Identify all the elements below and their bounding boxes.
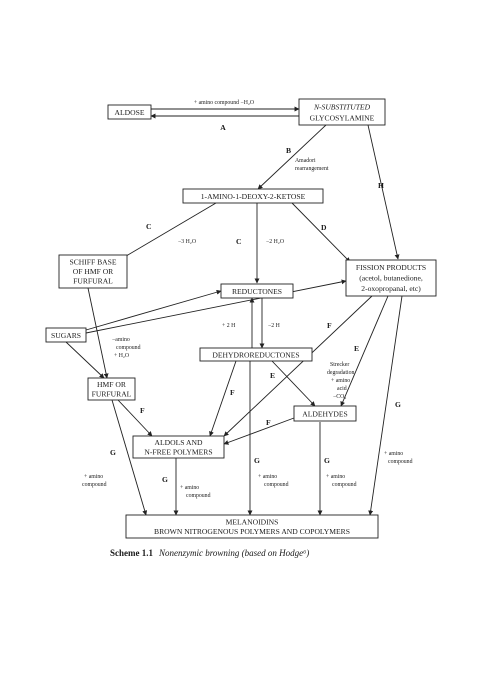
node-aldose: ALDOSE (107, 104, 152, 120)
edge-label-g-fission: G (395, 400, 401, 409)
note-amino-plus-water-2: compound (116, 345, 141, 351)
note-dehydro-amino-1: + amino (258, 474, 277, 480)
edge-label-f-dehydro: F (230, 388, 235, 397)
edge-glycosylamine-to-fission (367, 124, 400, 260)
note-fission-amino-1: + amino (384, 451, 403, 457)
edge-glycosylamine-to-ketose (257, 124, 327, 190)
edge-label-g-dehydro: G (254, 456, 260, 465)
note-amino-plus-water-3: + H₂O (114, 353, 129, 359)
edge-dehydro-to-aldols (209, 360, 237, 437)
edge-label-e-fission: E (354, 344, 359, 353)
edge-label-f-hmf: F (140, 406, 145, 415)
node-ketose-label: 1-AMINO-1-DEOXY-2-KETOSE (201, 192, 306, 201)
node-glycosylamine: N-SUBSTITUTED GLYCOSYLAMINE (298, 98, 386, 126)
note-strecker-1: Strecker (330, 362, 349, 368)
edge-label-e-dehydro: E (270, 371, 275, 380)
node-glycosylamine-label-1: N-SUBSTITUTED (313, 103, 371, 112)
edges (65, 106, 403, 516)
note-dehydro-amino-2: compound (264, 482, 289, 488)
edge-label-c-middle: C (236, 237, 241, 246)
edge-aldehydes-to-aldols (223, 417, 295, 445)
edge-label-g-aldols: G (162, 475, 168, 484)
edge-sugars-to-hmf (65, 341, 105, 379)
edge-label-g-hmf: G (110, 448, 116, 457)
caption-number: Scheme 1.1 (110, 548, 153, 558)
node-ketose: 1-AMINO-1-DEOXY-2-KETOSE (182, 188, 324, 204)
edge-fission-to-aldehydes (340, 295, 389, 407)
node-fission: FISSION PRODUCTS (acetol, butanedione, 2… (345, 259, 437, 297)
node-reductones: REDUCTONES (220, 283, 294, 299)
node-melanoidins-label-2: BROWN NITROGENOUS POLYMERS AND COPOLYMER… (154, 527, 350, 536)
edge-hmf-to-aldols (117, 399, 153, 437)
edge-label-b: B (286, 146, 291, 155)
node-schiff-label-3: FURFURAL (73, 277, 113, 286)
node-schiff-label-2: OF HMF OR (73, 267, 114, 276)
edge-label-a: A (220, 123, 226, 132)
edge-label-f-fission: F (327, 321, 332, 330)
note-strecker-5: −CO₂ (333, 394, 346, 400)
note-minus2h2o: −2 H₂O (266, 239, 284, 245)
edge-sugars-to-reductones (85, 289, 222, 331)
edge-label-g-aldehydes: G (324, 456, 330, 465)
node-melanoidins: MELANOIDINS BROWN NITROGENOUS POLYMERS A… (125, 514, 379, 539)
note-hmf-amino-2: compound (82, 482, 107, 488)
edge-sugars-to-fission (85, 279, 347, 334)
note-strecker-3: + amino (331, 378, 350, 384)
edge-fission-to-melanoidins (368, 295, 403, 516)
note-aldehydes-amino-1: + amino (326, 474, 345, 480)
node-aldehydes: ALDEHYDES (293, 405, 357, 422)
node-sugars: SUGARS (45, 327, 87, 343)
edge-fission-to-aldols (223, 295, 373, 437)
edge-ketose-to-schiff (120, 202, 217, 260)
note-fission-amino-2: compound (388, 459, 413, 465)
edge-label-d: D (321, 223, 327, 232)
node-hmf-label-1: HMF OR (97, 380, 127, 389)
note-amino-plus-water-1: −amino (112, 337, 130, 343)
caption-text: Nonenzymic browning (based on Hodge⁶) (159, 548, 310, 558)
note-amadori-2: rearrangement (295, 166, 329, 172)
node-aldehydes-label: ALDEHYDES (302, 410, 348, 419)
edge-notes: + amino compound −H₂O Amadori rearrangem… (82, 100, 413, 499)
node-hmf-label-2: FURFURAL (92, 390, 132, 399)
note-hmf-amino-1: + amino (84, 474, 103, 480)
node-glycosylamine-label-2: GLYCOSYLAMINE (310, 114, 375, 123)
note-amino-water: + amino compound −H₂O (194, 100, 254, 106)
edge-label-c-left: C (146, 222, 151, 231)
note-strecker-2: degradation (327, 370, 354, 376)
edge-labels: A B H C C D F E E F G F F G G G G (110, 123, 401, 484)
node-schiff-label-1: SCHIFF BASE (69, 258, 116, 267)
node-aldols: ALDOLS AND N-FREE POLYMERS (132, 435, 225, 459)
edge-ketose-to-fission (291, 202, 351, 263)
node-fission-label-1: FISSION PRODUCTS (356, 263, 426, 272)
node-hmf: HMF OR FURFURAL (87, 377, 136, 401)
node-aldose-label: ALDOSE (115, 108, 145, 117)
nodes: ALDOSE N-SUBSTITUTED GLYCOSYLAMINE 1-AMI… (45, 98, 437, 539)
edge-label-f-aldehydes: F (266, 418, 271, 427)
note-aldols-amino-1: + amino (180, 485, 199, 491)
node-reductones-label: REDUCTONES (232, 287, 282, 296)
node-dehydro: DEHYDROREDUCTONES (199, 347, 313, 362)
note-aldols-amino-2: compound (186, 493, 211, 499)
node-schiff: SCHIFF BASE OF HMF OR FURFURAL (58, 254, 128, 289)
node-fission-label-2: (acetol, butanedione, (359, 274, 423, 283)
note-strecker-4: acid (337, 386, 347, 392)
note-minus3h2o: −3 H₂O (178, 239, 196, 245)
edge-dehydro-to-aldehydes (271, 360, 316, 407)
figure-caption: Scheme 1.1 Nonenzymic browning (based on … (110, 548, 440, 558)
edge-schiff-to-hmf (87, 287, 109, 379)
node-aldols-label-1: ALDOLS AND (155, 438, 203, 447)
node-dehydro-label: DEHYDROREDUCTONES (212, 351, 299, 360)
node-sugars-label: SUGARS (51, 331, 81, 340)
node-fission-label-3: 2-oxopropanal, etc) (361, 284, 421, 293)
note-amadori-1: Amadori (295, 158, 316, 164)
node-melanoidins-label-1: MELANOIDINS (226, 518, 279, 527)
note-aldehydes-amino-2: compound (332, 482, 357, 488)
node-aldols-label-2: N-FREE POLYMERS (144, 448, 212, 457)
edge-label-h: H (378, 181, 384, 190)
edge-hmf-to-melanoidins (111, 399, 148, 516)
note-plus2h: + 2 H (222, 323, 236, 329)
note-minus2h: −2 H (268, 323, 281, 329)
